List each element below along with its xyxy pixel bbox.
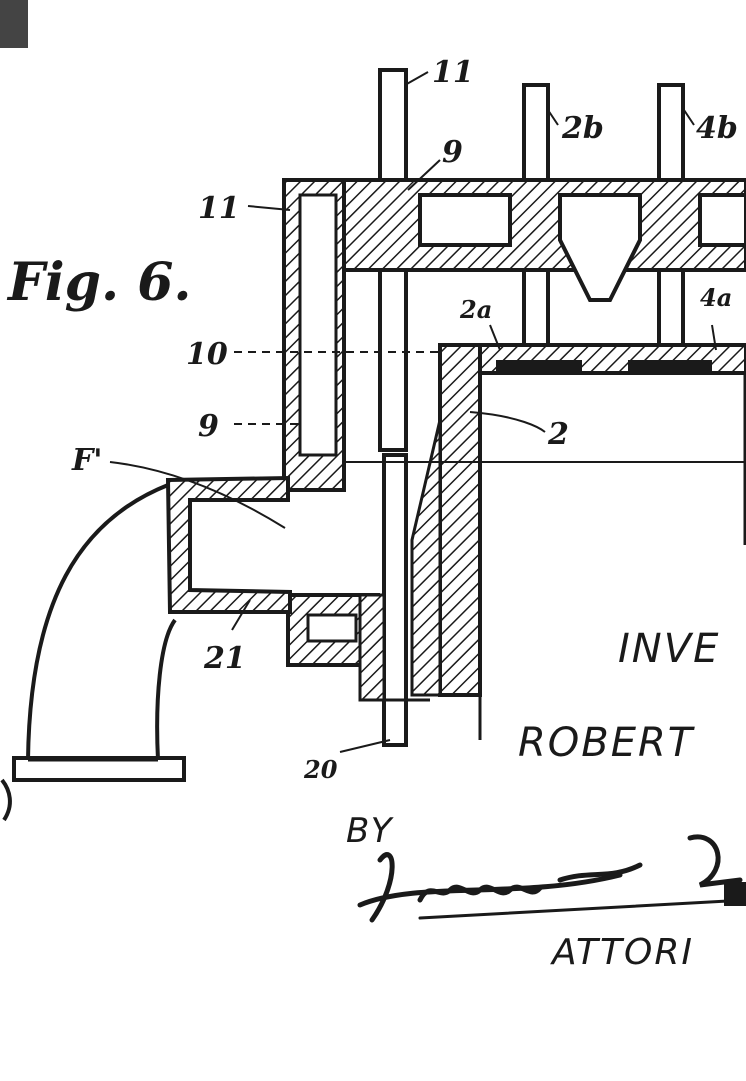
ref-F-prime: F' (71, 443, 102, 478)
ref-9-left: 9 (198, 409, 219, 444)
ref-9-top: 9 (442, 135, 463, 170)
attorney-label: ATTORI (550, 932, 694, 973)
figure-label: Fig. 6. (6, 252, 192, 313)
ref-4b: 4b (696, 111, 738, 146)
ref-10: 10 (186, 337, 228, 372)
cylinder-head (282, 178, 746, 492)
inventor-name: ROBERT (518, 720, 696, 766)
inventor-heading: INVE (618, 626, 720, 672)
ref-2b: 2b (561, 111, 604, 146)
lower-block (286, 593, 430, 702)
by-label: BY (346, 811, 394, 851)
ref-20: 20 (303, 755, 338, 784)
stray-mark (0, 778, 12, 822)
ref-2a: 2a (459, 295, 492, 324)
cylinder-wall (344, 343, 746, 740)
ref-11-left: 11 (198, 191, 240, 226)
attorney-signature (357, 834, 746, 923)
edge-artifact (0, 0, 28, 48)
leader-lines (109, 71, 717, 753)
ref-11-top: 11 (432, 55, 474, 90)
ref-4a: 4a (700, 283, 732, 312)
ref-21: 21 (203, 641, 246, 676)
ref-2: 2 (547, 417, 569, 452)
intake-pipe (12, 475, 292, 782)
